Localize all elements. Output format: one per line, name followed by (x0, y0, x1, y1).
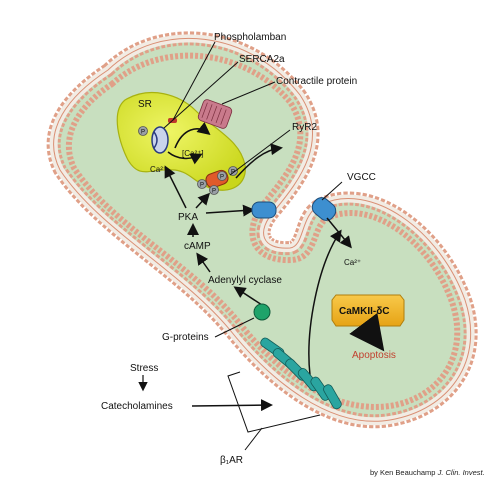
receptor-to-vgcc-arrow (308, 229, 342, 376)
catecholamines-arrow (191, 399, 273, 412)
apoptosis-label: Apoptosis (352, 350, 396, 361)
serca2a-pump (151, 126, 169, 154)
stress-label: Stress (130, 363, 158, 374)
vgcc-leader (321, 181, 343, 201)
phosphate-icon (228, 166, 238, 176)
phosphate-icon (209, 185, 219, 195)
adenylyl-cyclase-label: Adenylyl cyclase (208, 275, 282, 286)
camp-label: cAMP (184, 241, 211, 252)
vgcc-channel (311, 197, 337, 221)
credit-text: by Ken Beauchamp J. Clin. Invest. (370, 468, 485, 477)
sr-label: SR (138, 99, 152, 110)
contractile-protein (197, 99, 233, 129)
ca-uptake-arrow (167, 151, 203, 165)
phosphate-label: P (200, 183, 204, 189)
ca-vgcc-label: Ca²⁺ (344, 258, 361, 267)
beta1ar-label: β₁AR (220, 455, 243, 466)
contractile-protein-label: Contractile protein (276, 76, 357, 87)
serca2a-label: SERCA2a (239, 54, 285, 65)
receptor-bracket (227, 371, 321, 433)
credit-prefix: by Ken Beauchamp (370, 468, 435, 477)
phosphate-icon (217, 171, 227, 181)
ac-to-camp-arrow (196, 252, 211, 273)
pka-to-serca-arrow (164, 165, 187, 209)
phospholamban-leader (172, 41, 216, 121)
catecholamines-label: Catecholamines (101, 401, 173, 412)
g-protein-icon (253, 303, 271, 321)
ca-cyto-label: Ca²⁺ (150, 165, 167, 174)
ca-curve-arrow (174, 122, 211, 149)
credit-journal: J. Clin. Invest. (437, 468, 485, 477)
cell-membrane (46, 31, 478, 429)
g-proteins-label: G-proteins (162, 332, 209, 343)
vgcc-label: VGCC (347, 172, 376, 183)
camkii-to-apoptosis-arrow (349, 312, 385, 352)
pka-to-ryr2-arrow (195, 192, 211, 209)
phospholamban-label: Phospholamban (214, 32, 286, 43)
phosphate-label: P (141, 130, 145, 136)
ca-sr-label: [Ca²⁺] (182, 149, 204, 158)
ryr2-label: RyR2 (292, 122, 317, 133)
ryr2-leader (229, 129, 291, 176)
phosphate-icon (197, 179, 207, 189)
g-proteins-leader (214, 317, 255, 338)
phosphate-icon (138, 126, 148, 136)
contractile-protein-leader (221, 81, 276, 105)
beta1-receptor (260, 337, 342, 410)
camkii-box: CaMKII-δC (331, 294, 405, 327)
phosphate-label: P (212, 189, 216, 195)
camkii-label: CaMKII-δC (339, 306, 390, 317)
pka-to-ltcc-arrow (205, 204, 255, 217)
serca2a-leader (163, 61, 239, 129)
beta1ar-leader (244, 427, 263, 451)
phosphate-label: P (220, 175, 224, 181)
g-to-ac-arrow (233, 286, 263, 306)
ryr2-release-arrow (235, 143, 283, 179)
pka-label: PKA (178, 212, 198, 223)
ltcc-channel (251, 201, 277, 219)
